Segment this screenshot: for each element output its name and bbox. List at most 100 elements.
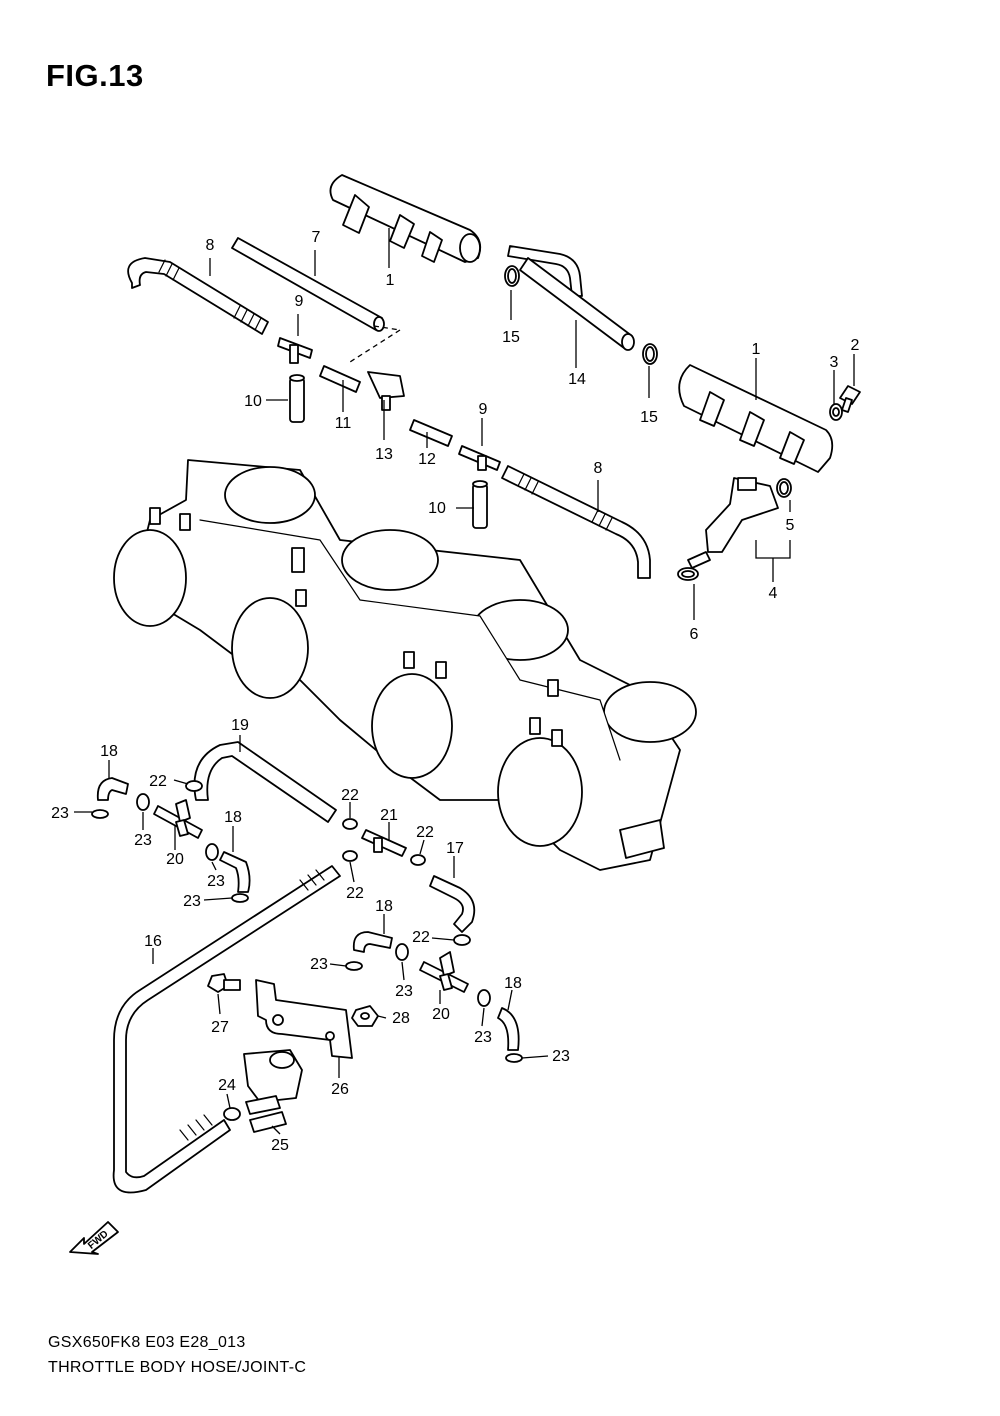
callout-22: 22 [346, 885, 364, 902]
hose-10-lower[interactable] [472, 480, 488, 529]
callout-26: 26 [331, 1081, 349, 1098]
figure-title: FIG.13 [46, 58, 144, 93]
callout-18: 18 [224, 809, 242, 826]
joint-20-left[interactable] [153, 799, 203, 839]
callout-24: 24 [218, 1077, 236, 1094]
callout-27: 27 [211, 1019, 229, 1036]
hose-18-lower-right[interactable] [497, 1007, 520, 1051]
callout-labels: 1 7 8 9 10 11 13 12 9 10 8 15 14 15 1 2 … [51, 229, 859, 1154]
clamp-23-left-b[interactable] [136, 793, 150, 811]
callout-23: 23 [552, 1048, 570, 1065]
figure-footer: GSX650FK8 E03 E28_013 THROTTLE BODY HOSE… [48, 1330, 306, 1380]
clamp-23-lower-a[interactable] [345, 961, 363, 971]
clamp-23-mid[interactable] [205, 843, 219, 861]
hose-18-lower-left[interactable] [352, 931, 393, 953]
callout-25: 25 [271, 1137, 289, 1154]
clamp-22-center-right[interactable] [410, 854, 426, 866]
callout-3: 3 [830, 354, 839, 371]
clamp-22-lower[interactable] [453, 934, 471, 946]
callout-22: 22 [416, 824, 434, 841]
clamp-23-lower-b[interactable] [395, 943, 409, 961]
callout-22: 22 [341, 787, 359, 804]
callout-19: 19 [231, 717, 249, 734]
callout-23: 23 [51, 805, 69, 822]
hose-12[interactable] [409, 419, 453, 447]
clamp-22-center-bottom[interactable] [342, 850, 358, 862]
fuel-feed-pipe-14[interactable] [507, 245, 635, 351]
callout-15: 15 [640, 409, 658, 426]
o-ring-15-left[interactable] [504, 265, 520, 287]
model-code: GSX650FK8 E03 E28_013 [48, 1334, 246, 1351]
hose-8-lower[interactable] [501, 465, 651, 579]
clamp-23-mid-b[interactable] [231, 893, 249, 903]
callout-2: 2 [851, 337, 860, 354]
o-ring-15-right[interactable] [642, 343, 658, 365]
hose-11[interactable] [319, 365, 361, 393]
callout-23: 23 [183, 893, 201, 910]
throttle-body-assembly [113, 459, 697, 871]
callout-18: 18 [504, 975, 522, 992]
fuel-delivery-pipe-upper[interactable] [329, 174, 482, 263]
hose-18-mid[interactable] [219, 851, 251, 893]
callout-23: 23 [474, 1029, 492, 1046]
callout-28: 28 [392, 1010, 410, 1027]
o-ring-5[interactable] [776, 478, 792, 498]
callout-12: 12 [418, 451, 436, 468]
callout-10: 10 [244, 393, 262, 410]
figure-caption: THROTTLE BODY HOSE/JOINT-C [48, 1359, 307, 1376]
joint-13[interactable] [367, 371, 405, 411]
callout-22: 22 [412, 929, 430, 946]
hose-18-left[interactable] [96, 777, 129, 801]
fuel-injector-4[interactable] [687, 477, 779, 569]
callout-6: 6 [690, 626, 699, 643]
clamp-22-left[interactable] [185, 780, 203, 792]
callout-15: 15 [502, 329, 520, 346]
joint-20-lower[interactable] [419, 951, 469, 993]
clamp-23-lower-c[interactable] [477, 989, 491, 1007]
callout-9: 9 [295, 293, 304, 310]
callout-18: 18 [100, 743, 118, 760]
hose-8-upper[interactable] [127, 257, 269, 335]
callout-23: 23 [134, 832, 152, 849]
callout-8: 8 [594, 460, 603, 477]
clamp-24[interactable] [223, 1107, 241, 1121]
callout-20: 20 [432, 1006, 450, 1023]
callout-5: 5 [786, 517, 795, 534]
clamp-23-left[interactable] [91, 809, 109, 819]
hose-10-upper[interactable] [289, 374, 305, 423]
callout-1: 1 [752, 341, 761, 358]
callout-1: 1 [386, 272, 395, 289]
hose-19[interactable] [193, 741, 337, 823]
joint-9-upper[interactable] [277, 337, 313, 364]
fwd-arrow-icon [69, 1221, 119, 1255]
callout-8: 8 [206, 237, 215, 254]
bolt-27[interactable] [207, 973, 241, 993]
callout-16: 16 [144, 933, 162, 950]
callout-9: 9 [479, 401, 488, 418]
clamp-23-lower-d[interactable] [505, 1053, 523, 1063]
solenoid-valve-25[interactable] [243, 1049, 303, 1133]
joint-9-lower[interactable] [458, 445, 501, 471]
bracket-26[interactable] [255, 979, 353, 1059]
callout-22: 22 [149, 773, 167, 790]
joint-21[interactable] [361, 829, 407, 857]
callout-21: 21 [380, 807, 398, 824]
nut-28[interactable] [351, 1005, 379, 1027]
callout-13: 13 [375, 446, 393, 463]
hose-17[interactable] [429, 875, 476, 933]
callout-23: 23 [310, 956, 328, 973]
fuel-delivery-pipe-right[interactable] [678, 364, 834, 473]
hose-16[interactable] [112, 865, 341, 1194]
callout-10: 10 [428, 500, 446, 517]
clamp-22-center-top[interactable] [342, 818, 358, 830]
callout-7: 7 [312, 229, 321, 246]
callout-20: 20 [166, 851, 184, 868]
washer-3[interactable] [829, 403, 843, 421]
callout-23: 23 [395, 983, 413, 1000]
callout-4: 4 [769, 585, 778, 602]
screw-2[interactable] [839, 385, 861, 413]
hose-7[interactable] [231, 237, 385, 332]
callout-18: 18 [375, 898, 393, 915]
seal-6[interactable] [677, 567, 699, 581]
